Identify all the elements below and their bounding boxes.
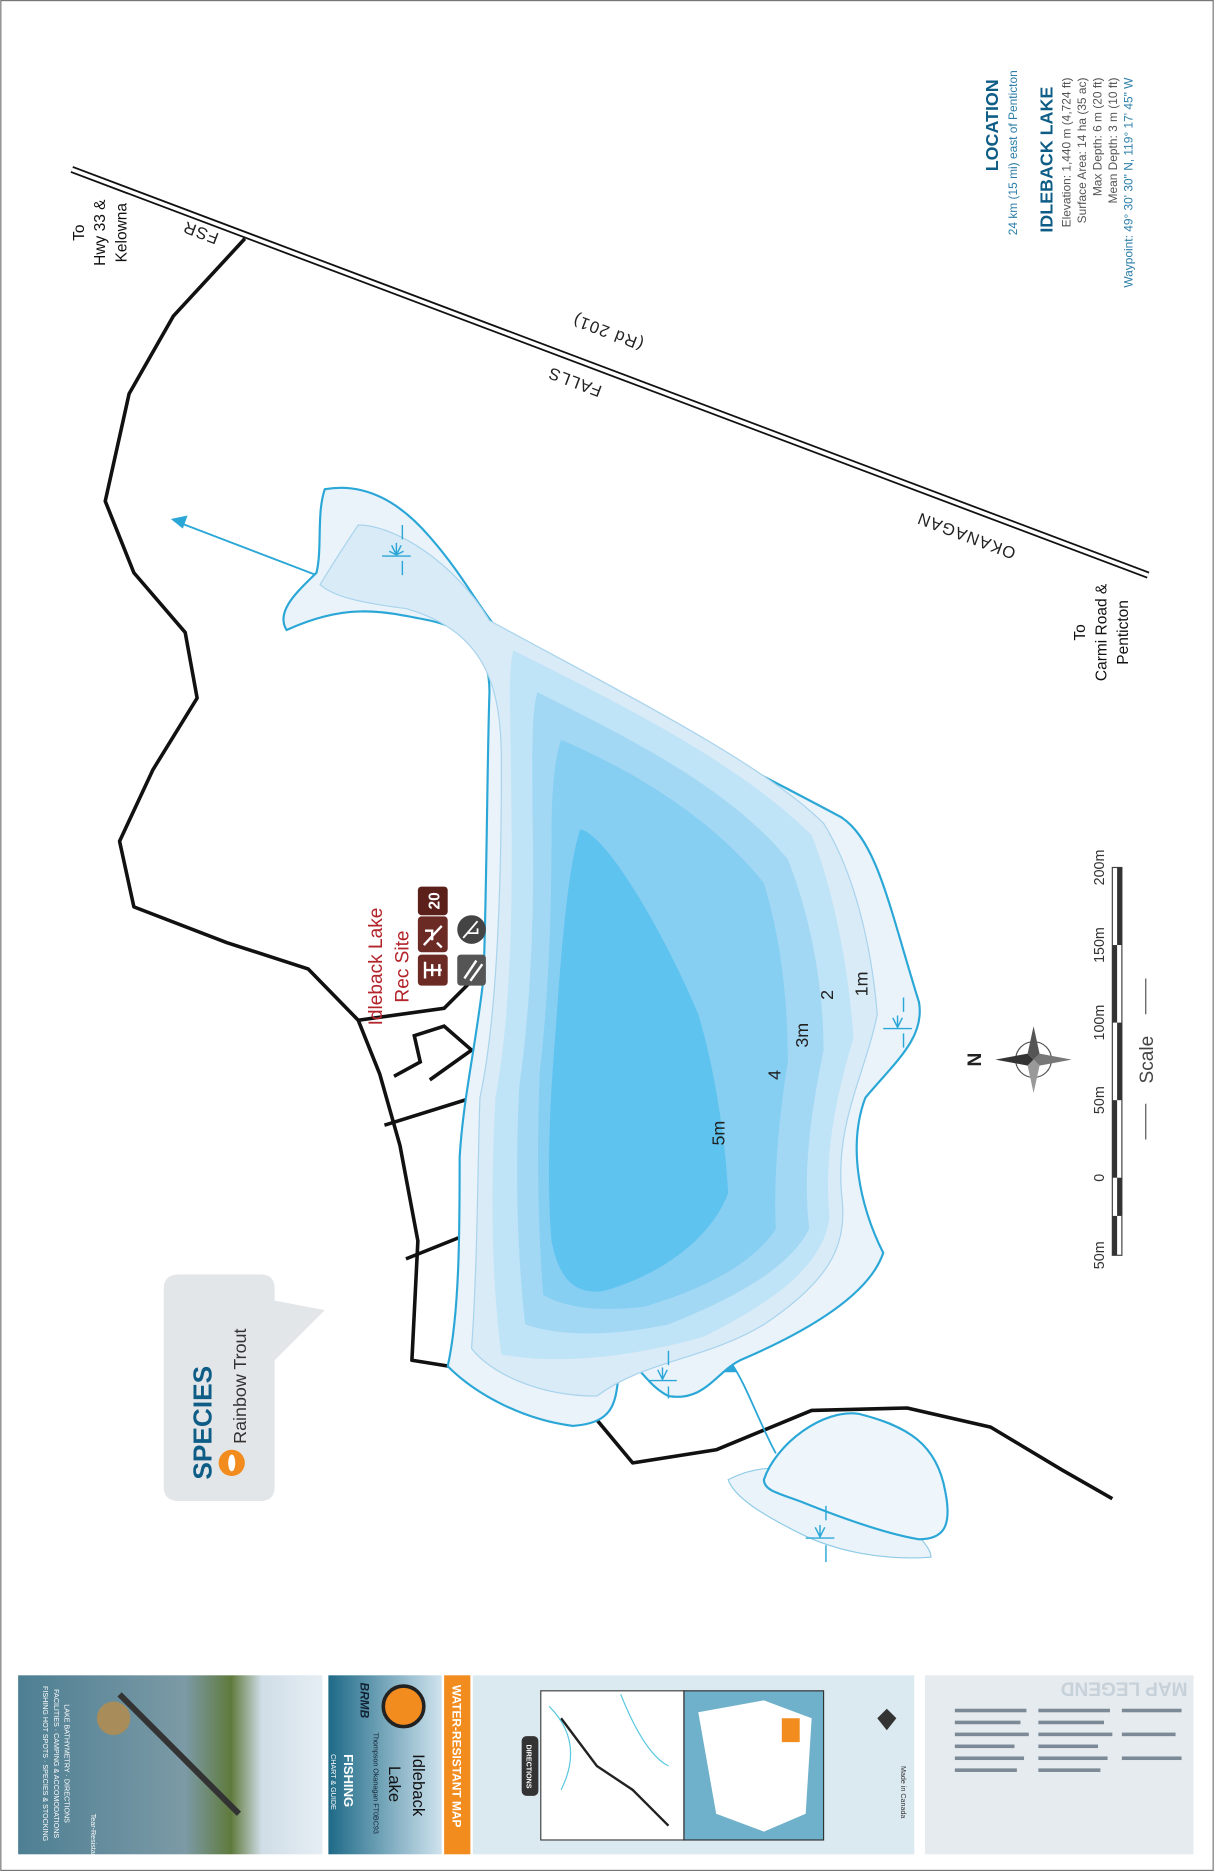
- location-distance: 24 km (15 mi) east of Penticton: [1006, 70, 1020, 235]
- lake-surface-area: Surface Area: 14 ha (35 ac): [1075, 78, 1089, 224]
- svg-text:LAKE BATHYMETRY · DIRECTIONS: LAKE BATHYMETRY · DIRECTIONS: [63, 1704, 71, 1823]
- cover-title-line1: Idleback: [409, 1754, 428, 1817]
- depth-label: 4: [765, 1070, 785, 1080]
- depth-label: 3m: [792, 1023, 812, 1048]
- cover-product: FISHING: [341, 1754, 356, 1807]
- marsh-icon: [883, 997, 912, 1048]
- trail-branch: [357, 979, 481, 1261]
- lake-elevation: Elevation: 1,440 m (4,724 ft): [1060, 78, 1074, 228]
- camping-icon: [417, 916, 448, 953]
- directions-label: DIRECTIONS: [524, 1745, 532, 1789]
- location-heading: LOCATION: [982, 79, 1002, 171]
- depth-label: 2: [817, 990, 837, 1000]
- svg-text:Tear-Resistant: Tear-Resistant: [89, 1814, 97, 1860]
- map-legend-panel: [924, 1675, 1194, 1855]
- picnic-icon: [417, 954, 448, 986]
- svg-text:50m: 50m: [1092, 1241, 1108, 1269]
- directions-map: [540, 1690, 685, 1841]
- water-resistant-banner: [444, 1675, 471, 1855]
- compass-rose-icon: [995, 1026, 1072, 1094]
- svg-text:To: To: [71, 224, 88, 240]
- depth-label: 5m: [709, 1121, 729, 1146]
- svg-text:To: To: [1072, 624, 1089, 640]
- lake-waypoint: Waypoint: 49° 30' 30" N, 119° 17' 45" W: [1122, 77, 1136, 288]
- species-callout: SPECIES Rainbow Trout: [163, 1274, 325, 1502]
- svg-text:Rec Site: Rec Site: [392, 930, 413, 1002]
- maple-leaf-icon: [877, 1708, 897, 1731]
- svg-text:FISHING HOT SPOTS · SPECIES &: FISHING HOT SPOTS · SPECIES & STOCKING: [41, 1686, 49, 1842]
- cover-tagline: FISHING HOT SPOTS · SPECIES & STOCKING F…: [41, 1686, 97, 1860]
- access-trail: [103, 237, 1114, 1501]
- svg-text:0: 0: [1092, 1174, 1108, 1182]
- scale-title: Scale: [1137, 1036, 1158, 1084]
- svg-text:150m: 150m: [1092, 927, 1108, 963]
- rec-site-label: Idleback Lake Rec Site: [366, 908, 413, 1026]
- fish-icon: [218, 1449, 245, 1477]
- svg-text:Idleback Lake: Idleback Lake: [366, 908, 387, 1026]
- compass-north-label: N: [965, 1053, 986, 1067]
- svg-text:Kelowna: Kelowna: [114, 203, 131, 263]
- lake-max-depth: Max Depth: 6 m (20 ft): [1091, 78, 1105, 197]
- cover-title-line2: Lake: [385, 1766, 404, 1802]
- cover-brand: BRMB: [358, 1682, 372, 1718]
- svg-text:200m: 200m: [1092, 850, 1108, 886]
- depth-contour-5m: [548, 829, 729, 1292]
- map-legend-title: MAP LEGEND: [1061, 1677, 1188, 1698]
- cover-region-code: Thompson Okanagan FT0BC93: [372, 1733, 380, 1834]
- svg-text:Rainbow Trout: Rainbow Trout: [230, 1329, 250, 1444]
- water-resistant-label: WATER-RESISTANT MAP: [449, 1685, 463, 1828]
- lake-mean-depth: Mean Depth: 3 m (10 ft): [1106, 78, 1120, 204]
- marsh-icon: [648, 1350, 677, 1399]
- svg-text:Carmi Road &: Carmi Road &: [1093, 583, 1110, 681]
- destination-south: To Carmi Road & Penticton: [1072, 583, 1132, 681]
- marsh-icon: [805, 1505, 835, 1562]
- svg-text:SPECIES: SPECIES: [187, 1366, 217, 1480]
- scale-tick-labels: 50m 0 50m 100m 150m 200m: [1092, 850, 1108, 1270]
- depth-label: 1m: [852, 972, 872, 997]
- svg-text:100m: 100m: [1092, 1005, 1108, 1041]
- fishing-icon: [457, 915, 486, 944]
- backroad-logo-icon: [381, 1684, 426, 1729]
- lake-name-heading: IDLEBACK LAKE: [1037, 87, 1057, 233]
- okanagan-falls-road: [70, 166, 1150, 579]
- cover-strip: FISHING HOT SPOTS · SPECIES & STOCKING F…: [18, 1675, 1194, 1860]
- cover-product-sub: CHART & GUIDE: [329, 1754, 337, 1810]
- svg-text:20: 20: [426, 892, 443, 909]
- outlet-stream: [170, 515, 317, 576]
- svg-text:Hwy 33 &: Hwy 33 &: [92, 199, 109, 266]
- boat-launch-icon: [457, 954, 486, 986]
- made-in-label: Made in Canada: [899, 1766, 907, 1818]
- marsh-icon: [382, 525, 411, 576]
- small-lake-shoreline: [762, 1412, 949, 1541]
- svg-text:Penticton: Penticton: [1115, 600, 1132, 665]
- cover-photo: [18, 1675, 323, 1855]
- svg-text:FACILITIES · CAMPING & ACCOMOD: FACILITIES · CAMPING & ACCOMODATIONS: [52, 1689, 60, 1838]
- destination-north: To Hwy 33 & Kelowna: [71, 199, 131, 266]
- campsite-count-badge: 20: [417, 886, 448, 916]
- scale-bar: [1111, 866, 1123, 1256]
- svg-text:50m: 50m: [1092, 1086, 1108, 1114]
